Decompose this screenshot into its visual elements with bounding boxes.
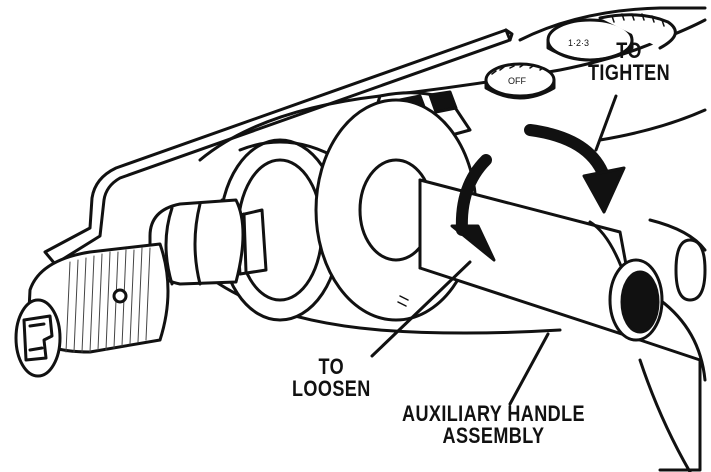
tighten-arrow-icon — [524, 124, 626, 214]
loosen-leader — [370, 260, 472, 358]
tighten-leader — [594, 94, 618, 152]
callout-loosen-line1: TO — [318, 354, 345, 379]
callout-to-loosen: TO LOOSEN — [292, 356, 371, 400]
callout-aux-line2: ASSEMBLY — [442, 423, 545, 448]
keyless-chuck — [14, 198, 245, 378]
mode-dial — [546, 13, 677, 62]
callout-tighten-line1: TO — [616, 38, 642, 63]
loosen-arrow-icon — [450, 154, 496, 262]
callout-loosen-line2: LOOSEN — [292, 376, 371, 401]
callout-tighten-line2: TIGHTEN — [588, 60, 671, 85]
auxiliary-leader — [508, 332, 550, 406]
dial-upper-text: 1·2·3 — [568, 38, 589, 48]
hex-key-rod — [43, 28, 514, 266]
dial-lower-text: OFF — [508, 76, 526, 86]
callout-to-tighten: TO TIGHTEN — [588, 40, 670, 84]
speed-dial — [484, 62, 556, 100]
callout-auxiliary-handle-assembly: AUXILIARY HANDLE ASSEMBLY — [402, 403, 585, 447]
auxiliary-handle — [314, 98, 664, 342]
callout-aux-line1: AUXILIARY HANDLE — [402, 401, 585, 426]
